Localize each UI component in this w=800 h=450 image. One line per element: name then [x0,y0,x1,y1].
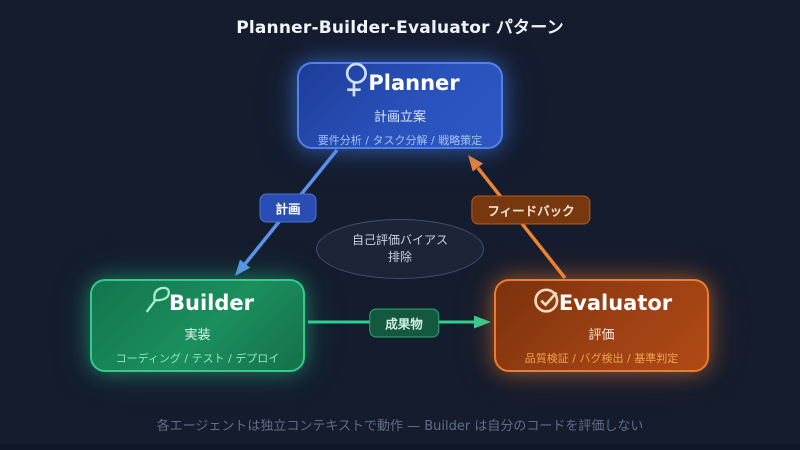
center-note-line1: 自己評価バイアス [351,232,448,247]
builder-title-row: Builder [141,286,254,320]
plan-edge-label: 計画 [259,193,317,223]
evaluator-title-row: Evaluator [531,286,672,320]
diagram-title: Planner-Builder-Evaluator パターン [236,18,564,38]
evaluator-detail: 品質検証 / バグ検出 / 基準判定 [524,351,679,365]
builder-detail: コーディング / テスト / デプロイ [115,351,280,365]
planner-node: Planner 計画立案 要件分析 / タスク分解 / 戦略策定 [297,62,503,149]
builder-subtitle: 実装 [184,327,211,343]
planner-subtitle: 計画立案 [373,109,426,125]
center-note-ellipse: 自己評価バイアス 排除 [316,219,484,279]
center-note-line2: 排除 [387,250,412,264]
footer-note: 各エージェントは独立コンテキストで動作 — Builder は自分のコードを評価… [156,419,644,434]
deliverable-edge-label: 成果物 [369,308,439,338]
planner-name: Planner [368,70,460,95]
evaluator-node: Evaluator 評価 品質検証 / バグ検出 / 基準判定 [494,279,709,372]
search-icon [340,61,374,99]
feedback-edge-label: フィードバック [471,195,591,225]
builder-name: Builder [169,290,254,315]
planner-title-row: Planner [340,61,460,102]
hammer-icon [141,283,175,317]
planner-detail: 要件分析 / タスク分解 / 戦略策定 [317,133,483,147]
evaluator-name: Evaluator [558,290,673,315]
evaluator-subtitle: 評価 [588,327,615,343]
builder-node: Builder 実装 コーディング / テスト / デプロイ [90,279,305,372]
bottom-edge-divider [0,444,800,450]
check-circle-icon [531,283,565,317]
